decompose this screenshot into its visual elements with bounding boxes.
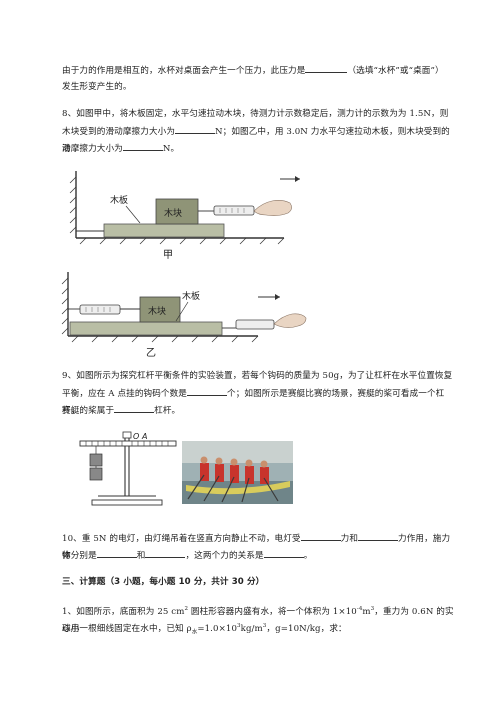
q8-text-1: 8、如图甲中，将木板固定，水平匀速拉动木块，待测力计示数稳定后，测力计的示数为为…: [62, 109, 449, 119]
wooden-board: [69, 321, 223, 336]
answer-blank[interactable]: [187, 385, 227, 396]
section-heading: 三、计算题（3 小题，每小题 10 分，共计 30 分）: [62, 574, 454, 591]
answer-blank[interactable]: [96, 547, 137, 558]
q9-line1: 9、如图所示为探究杠杆平衡条件的实验装置，若每个钩码的质量为 50g，为了让杠杆…: [62, 368, 454, 385]
q10-text-2a: 体分别是: [62, 551, 97, 561]
wooden-block: [139, 296, 181, 323]
calc1-text: m: [362, 606, 371, 617]
oars: [187, 474, 279, 503]
label-a: A: [141, 432, 147, 441]
para-top-line1: 由于力的作用是相互的，水杯对桌面会产生一个压力，此压力是 （选填“水杯”或“桌面”…: [62, 62, 454, 80]
para-top-text-a: 由于力的作用是相互的，水杯对桌面会产生一个压力，此压力是: [62, 66, 306, 76]
board-label: 木板: [182, 290, 200, 302]
answer-blank[interactable]: [305, 62, 348, 73]
board-label: 木板: [110, 194, 128, 206]
rowers: [200, 456, 269, 484]
calc1-sub: 水: [191, 629, 198, 636]
q9-text-2a: 平衡，应在 A 点挂的钩码个数是: [62, 389, 187, 399]
q10-text-2d: 。: [303, 551, 313, 561]
calc1-text: kg/m: [240, 623, 263, 634]
calc1-text: ，重力为 0.6N 的实心小: [62, 606, 454, 634]
arrowhead-icon: [275, 294, 280, 300]
pivot-block: [122, 431, 132, 439]
q10-line1: 10、重 5N 的电灯，由灯绳吊着在竖直方向静止不动，电灯受 力和力作用，施力物: [62, 530, 454, 565]
q9-text-2b: 个；如图所示是赛艇比赛的场景，赛艇的桨可看成一个杠杆，: [62, 389, 445, 416]
q9-line2: 平衡，应在 A 点挂的钩码个数是个；如图所示是赛艇比赛的场景，赛艇的桨可看成一个…: [62, 385, 454, 420]
answer-blank[interactable]: [175, 123, 216, 134]
wooden-block: [155, 198, 199, 225]
q8-line3: 动摩擦力大小为 N。: [62, 140, 454, 158]
answer-blank[interactable]: [263, 547, 304, 558]
q10-text-1a: 10、重 5N 的电灯，由灯绳吊着在竖直方向静止不动，电灯受: [62, 534, 301, 544]
spring-scale-pull: [235, 319, 275, 330]
calc1-sup: 3: [237, 623, 241, 629]
q8-text-2a: 木块受到的滑动摩擦力大小为: [62, 127, 176, 137]
calc1-line2: 球用一根细线固定在水中，已知 ρ水=1.0×103kg/m3，g=10N/kg，…: [62, 618, 454, 642]
figure-jia: 木板 木块 甲: [69, 171, 300, 261]
wall-hatch: [69, 176, 77, 234]
wall-hatch: [61, 277, 69, 335]
hand-icon: [273, 313, 307, 328]
lever-beam: [79, 440, 177, 447]
block-label: 木块: [164, 207, 182, 219]
wooden-board: [103, 223, 225, 238]
hook-weight: [89, 453, 103, 467]
hook-weight: [89, 467, 103, 481]
figure-lever: O A: [79, 431, 177, 506]
answer-blank[interactable]: [358, 530, 399, 541]
section-title: 三、计算题（3 小题，每小题 10 分，共计 30 分）: [62, 577, 265, 587]
board-pointer: [125, 205, 141, 224]
board-pointer: [175, 301, 189, 322]
para-top-line2: 发生形变产生的。: [62, 79, 454, 96]
q10-text-2b: 和: [136, 551, 146, 561]
boat-hull: [186, 481, 290, 495]
answer-blank[interactable]: [122, 140, 163, 151]
rowing-photo: [182, 441, 293, 504]
calc1-text: 圆柱形容器内盛有水，将一个体积为 1×10: [188, 606, 357, 617]
calc1-text: =1.0×10: [197, 623, 238, 634]
label-o: O: [133, 432, 139, 441]
q10-text-2c: ，这两个力的关系是: [185, 551, 264, 561]
answer-blank[interactable]: [300, 530, 341, 541]
answer-blank[interactable]: [145, 547, 186, 558]
q9-text-1: 9、如图所示为探究杠杆平衡条件的实验装置，若每个钩码的质量为 50g，为了让杠杆…: [62, 371, 453, 381]
q9-text-3b: 杠杆。: [154, 406, 181, 416]
q10-text-1c: 力作用，施力物: [62, 534, 451, 561]
ground-hatch: [79, 237, 285, 245]
calc1-text: 球用一根细线固定在水中，已知 ρ: [62, 623, 192, 634]
beam-marks: [85, 441, 169, 446]
calc1-sup: -4: [356, 606, 363, 612]
lever-base: [91, 499, 163, 506]
hand-icon: [253, 200, 292, 216]
q10-text-1b: 力和: [340, 534, 359, 544]
block-label: 木块: [148, 305, 166, 317]
ground-hatch: [71, 335, 259, 343]
q8-text-3b: N。: [162, 144, 180, 154]
q9-line3: 赛艇的桨属于 杠杆。: [62, 402, 454, 420]
calc1-text: ，g=10N/kg，求：: [266, 623, 347, 634]
scale-ticks: [85, 307, 111, 312]
q8-text-3a: 动摩擦力大小为: [62, 144, 123, 154]
q9-text-3a: 赛艇的桨属于: [62, 406, 115, 416]
calc1-line1: 1、如图所示，底面积为 25 cm2 圆柱形容器内盛有水，将一个体积为 1×10…: [62, 601, 454, 638]
para-top-text-c: 发生形变产生的。: [62, 82, 132, 92]
figure-caption: 甲: [163, 250, 173, 261]
figure-caption: 乙: [146, 347, 156, 359]
calc1-sup: 3: [370, 606, 375, 612]
answer-blank[interactable]: [114, 402, 155, 413]
arrowhead-icon: [295, 176, 300, 182]
scale-ticks: [219, 208, 245, 213]
q10-line2: 体分别是 和 ，这两个力的关系是 。: [62, 547, 454, 565]
figure-yi: 木块 木板 乙: [61, 272, 307, 359]
q8-text-2b: N；如图乙中，用 3.0N 力水平匀速拉动木板，则木块受到的滑: [62, 127, 450, 154]
calc1-sup: 2: [184, 606, 189, 612]
calc1-sup: 3: [262, 623, 267, 629]
calc1-text: 1、如图所示，底面积为 25 cm: [62, 606, 185, 617]
para-top-text-b: （选填“水杯”或“桌面”）: [347, 66, 444, 76]
q8-line1: 8、如图甲中，将木板固定，水平匀速拉动木块，待测力计示数稳定后，测力计的示数为为…: [62, 106, 454, 123]
